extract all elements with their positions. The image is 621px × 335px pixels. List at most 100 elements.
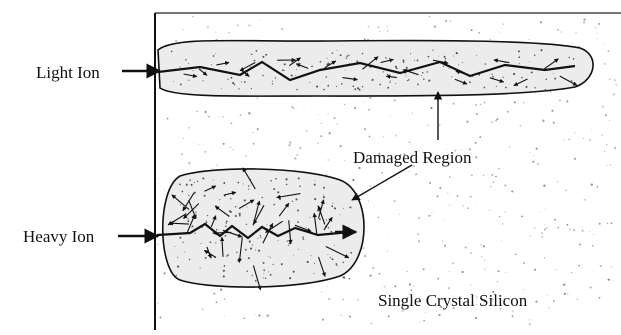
speckle-dot (535, 93, 536, 94)
damage-speckle-dot (188, 63, 189, 64)
damage-speckle-dot (313, 273, 314, 274)
damage-speckle-dot (428, 56, 430, 58)
speckle-dot (192, 16, 194, 18)
speckle-dot (491, 121, 493, 123)
damage-speckle-dot (182, 191, 184, 193)
speckle-dot (248, 25, 250, 27)
speckle-dot (530, 236, 531, 237)
damage-speckle-dot (264, 273, 265, 274)
speckle-dot (484, 102, 485, 103)
damage-speckle-dot (255, 250, 256, 251)
damage-speckle-dot (255, 280, 257, 282)
speckle-dot (466, 121, 468, 123)
speckle-dot (427, 125, 428, 126)
damage-speckle-dot (484, 87, 486, 89)
speckle-dot (551, 110, 553, 112)
damage-speckle-dot (295, 198, 297, 200)
damage-speckle-dot (232, 82, 234, 84)
speckle-dot (198, 144, 199, 145)
speckle-dot (183, 138, 184, 139)
speckle-dot (158, 178, 159, 179)
speckle-dot (499, 32, 500, 33)
damage-speckle-dot (529, 61, 530, 62)
speckle-dot (438, 314, 440, 316)
speckle-dot (471, 29, 473, 31)
speckle-dot (566, 224, 568, 226)
speckle-dot (390, 115, 391, 116)
damage-speckle-dot (314, 198, 316, 200)
damage-speckle-dot (309, 217, 310, 218)
speckle-dot (463, 205, 464, 206)
damage-speckle-dot (215, 242, 216, 243)
speckle-dot (590, 286, 592, 288)
damage-speckle-dot (230, 198, 231, 199)
damage-speckle-dot (311, 255, 312, 256)
speckle-dot (514, 101, 516, 103)
damage-speckle-dot (189, 179, 191, 181)
damage-speckle-dot (194, 233, 195, 234)
damage-speckle-dot (227, 79, 228, 80)
speckle-dot (461, 271, 463, 273)
damage-speckle-dot (326, 219, 327, 220)
speckle-dot (563, 284, 565, 286)
speckle-dot (583, 21, 585, 23)
damage-speckle-dot (323, 187, 325, 189)
speckle-dot (223, 143, 225, 145)
damage-speckle-dot (293, 271, 295, 273)
damage-speckle-dot (223, 182, 225, 184)
speckle-dot (372, 267, 374, 269)
damage-speckle-dot (348, 55, 349, 56)
damage-speckle-dot (330, 257, 331, 258)
damage-speckle-dot (273, 264, 274, 265)
speckle-dot (476, 113, 478, 115)
damage-speckle-dot (334, 245, 335, 246)
speckle-dot (566, 100, 568, 102)
speckle-dot (167, 118, 169, 120)
damage-speckle-dot (281, 263, 283, 265)
speckle-dot (406, 271, 408, 273)
damage-speckle-dot (326, 76, 328, 78)
damage-speckle-dot (182, 242, 183, 243)
speckle-dot (204, 111, 206, 113)
speckle-dot (542, 120, 544, 122)
damage-speckle-dot (286, 184, 288, 186)
damage-speckle-dot (226, 222, 227, 223)
damage-speckle-dot (296, 89, 297, 90)
damage-speckle-dot (349, 278, 350, 279)
damage-speckle-dot (518, 50, 520, 52)
speckle-dot (484, 269, 485, 270)
speckle-dot (159, 316, 161, 318)
speckle-dot (340, 145, 342, 147)
speckle-dot (294, 157, 296, 159)
speckle-dot (289, 141, 291, 143)
damage-speckle-dot (571, 80, 573, 82)
damage-speckle-dot (341, 83, 343, 85)
damage-speckle-dot (314, 263, 315, 264)
damage-speckle-dot (207, 215, 208, 216)
damage-speckle-dot (349, 206, 351, 208)
speckle-dot (573, 229, 575, 231)
damage-speckle-dot (210, 241, 212, 243)
damage-speckle-dot (311, 65, 313, 67)
speckle-dot (496, 118, 498, 120)
speckle-dot (415, 173, 417, 175)
damage-speckle-dot (235, 206, 237, 208)
damage-speckle-dot (270, 257, 271, 258)
speckle-dot (598, 23, 600, 25)
speckle-dot (583, 18, 585, 20)
speckle-dot (317, 142, 319, 144)
damage-speckle-dot (390, 80, 391, 81)
speckle-dot (607, 165, 608, 166)
damage-speckle-dot (343, 262, 345, 264)
damage-speckle-dot (254, 60, 256, 62)
damage-speckle-dot (444, 56, 446, 58)
speckle-dot (412, 112, 413, 113)
speckle-dot (423, 268, 425, 270)
damage-speckle-dot (187, 218, 188, 219)
speckle-dot (593, 270, 594, 271)
speckle-dot (596, 38, 597, 39)
speckle-dot (444, 245, 446, 247)
damage-speckle-dot (518, 56, 520, 58)
speckle-dot (546, 227, 548, 229)
